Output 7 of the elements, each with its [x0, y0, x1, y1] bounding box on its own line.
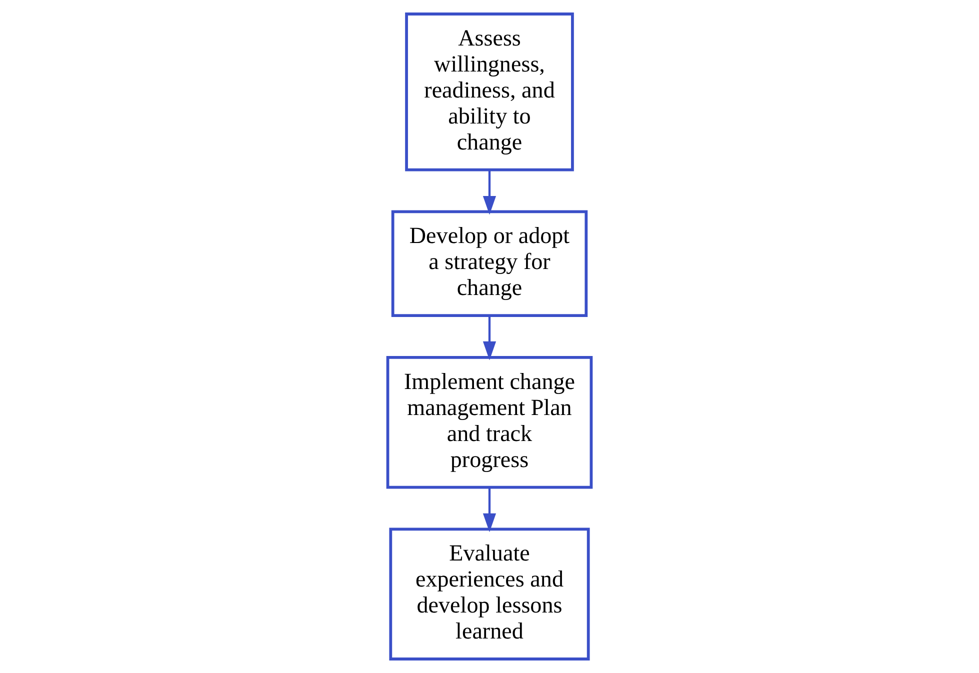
- node-box: Evaluate experiences and develop lessons learned: [389, 528, 590, 660]
- arrow: [482, 488, 496, 532]
- arrow: [482, 170, 496, 215]
- node-box: Assess willingness, readiness, and ability to change: [405, 12, 574, 172]
- node-box: Implement change management Plan and track progress: [386, 356, 593, 489]
- node-box: Develop or adopt a strategy for change: [391, 210, 588, 318]
- arrow: [482, 316, 496, 360]
